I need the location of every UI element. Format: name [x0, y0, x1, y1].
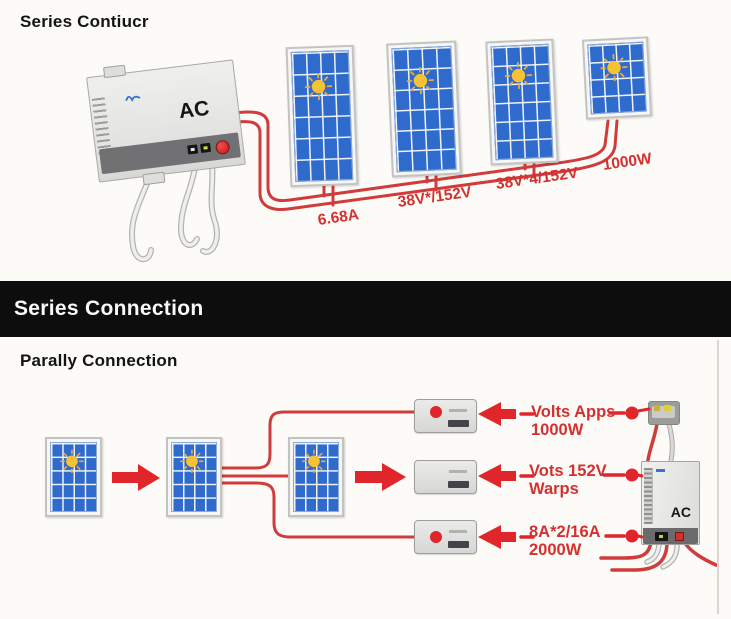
- sun-icon: [304, 72, 333, 100]
- wire-label-voltage1: 38V*/152V: [396, 183, 473, 211]
- data-port-icon: [655, 532, 668, 541]
- micro-inverter: [414, 399, 477, 433]
- annotation-line2: 2000W: [529, 540, 582, 559]
- junction-box: [648, 401, 680, 425]
- brand-logo-icon: [656, 469, 665, 472]
- sun-icon: [302, 448, 326, 473]
- annotation-line2: 1000W: [531, 420, 584, 439]
- annotation-row: Volts Apps 1000W: [531, 403, 616, 440]
- data-port-icon: [200, 142, 212, 153]
- wire-label-current: 6.68A: [316, 206, 361, 229]
- panel-cells: [290, 50, 354, 182]
- wire-label-power: 1000W: [601, 150, 653, 174]
- panel-cells: [171, 442, 217, 512]
- device-badge: [448, 541, 469, 548]
- inverter2-cables: [599, 539, 718, 572]
- micro-inverter: [414, 520, 477, 554]
- annotation-line2: Warps: [529, 479, 579, 498]
- sun-icon: [504, 62, 533, 90]
- solar-panel: [485, 38, 559, 166]
- side-label-strip: [644, 468, 653, 524]
- page-edge-line: [717, 340, 719, 614]
- brand-logo-icon: [125, 95, 141, 102]
- device-text: [449, 530, 467, 533]
- annotation-line1: 8A*2/16A: [529, 523, 601, 541]
- inverter-2: AC: [641, 461, 700, 545]
- divider-title: Series Connection: [14, 297, 204, 320]
- parallel-section-title: Parally Connection: [20, 351, 178, 370]
- solar-panel: [288, 437, 344, 517]
- usb-port-icon: [187, 144, 199, 155]
- power-button-icon: [214, 139, 231, 156]
- ac-label: AC: [670, 504, 691, 520]
- device-badge: [448, 420, 469, 427]
- sun-icon: [180, 448, 204, 473]
- inverter: AC: [86, 59, 246, 186]
- device-text: [449, 409, 467, 412]
- junction-port-icon: [654, 405, 660, 411]
- device-text: [449, 470, 467, 473]
- annotation-line1: Volts Apps: [531, 403, 616, 421]
- annotation-row: 8A*2/16A 2000W: [529, 523, 601, 560]
- annotation-line1: Vots 152V: [529, 462, 607, 480]
- wire-label-voltage2: 38V*4/152V: [494, 164, 580, 193]
- solar-panel: [581, 36, 653, 120]
- connector-band: [643, 528, 698, 544]
- junction-port-icon: [664, 405, 671, 411]
- solar-panel: [285, 44, 359, 188]
- power-port-icon: [675, 532, 684, 541]
- sun-icon: [59, 448, 84, 473]
- series-section-title: Series Contiucr: [20, 12, 149, 31]
- solar-panel: [45, 437, 102, 517]
- divider-bar: Series Connection: [0, 281, 731, 337]
- device-badge: [448, 481, 469, 488]
- micro-inverter: [414, 460, 477, 494]
- panel-cells: [293, 442, 339, 512]
- junction-gray-cable: [666, 421, 675, 463]
- mount-tab: [142, 171, 166, 186]
- solar-panel: [166, 437, 222, 517]
- sun-icon: [600, 53, 628, 82]
- annotation-row: Vots 152V Warps: [529, 462, 607, 499]
- solar-panel: [386, 40, 462, 178]
- sun-icon: [406, 67, 435, 95]
- ac-label: AC: [177, 96, 211, 124]
- panel-cells: [50, 442, 97, 512]
